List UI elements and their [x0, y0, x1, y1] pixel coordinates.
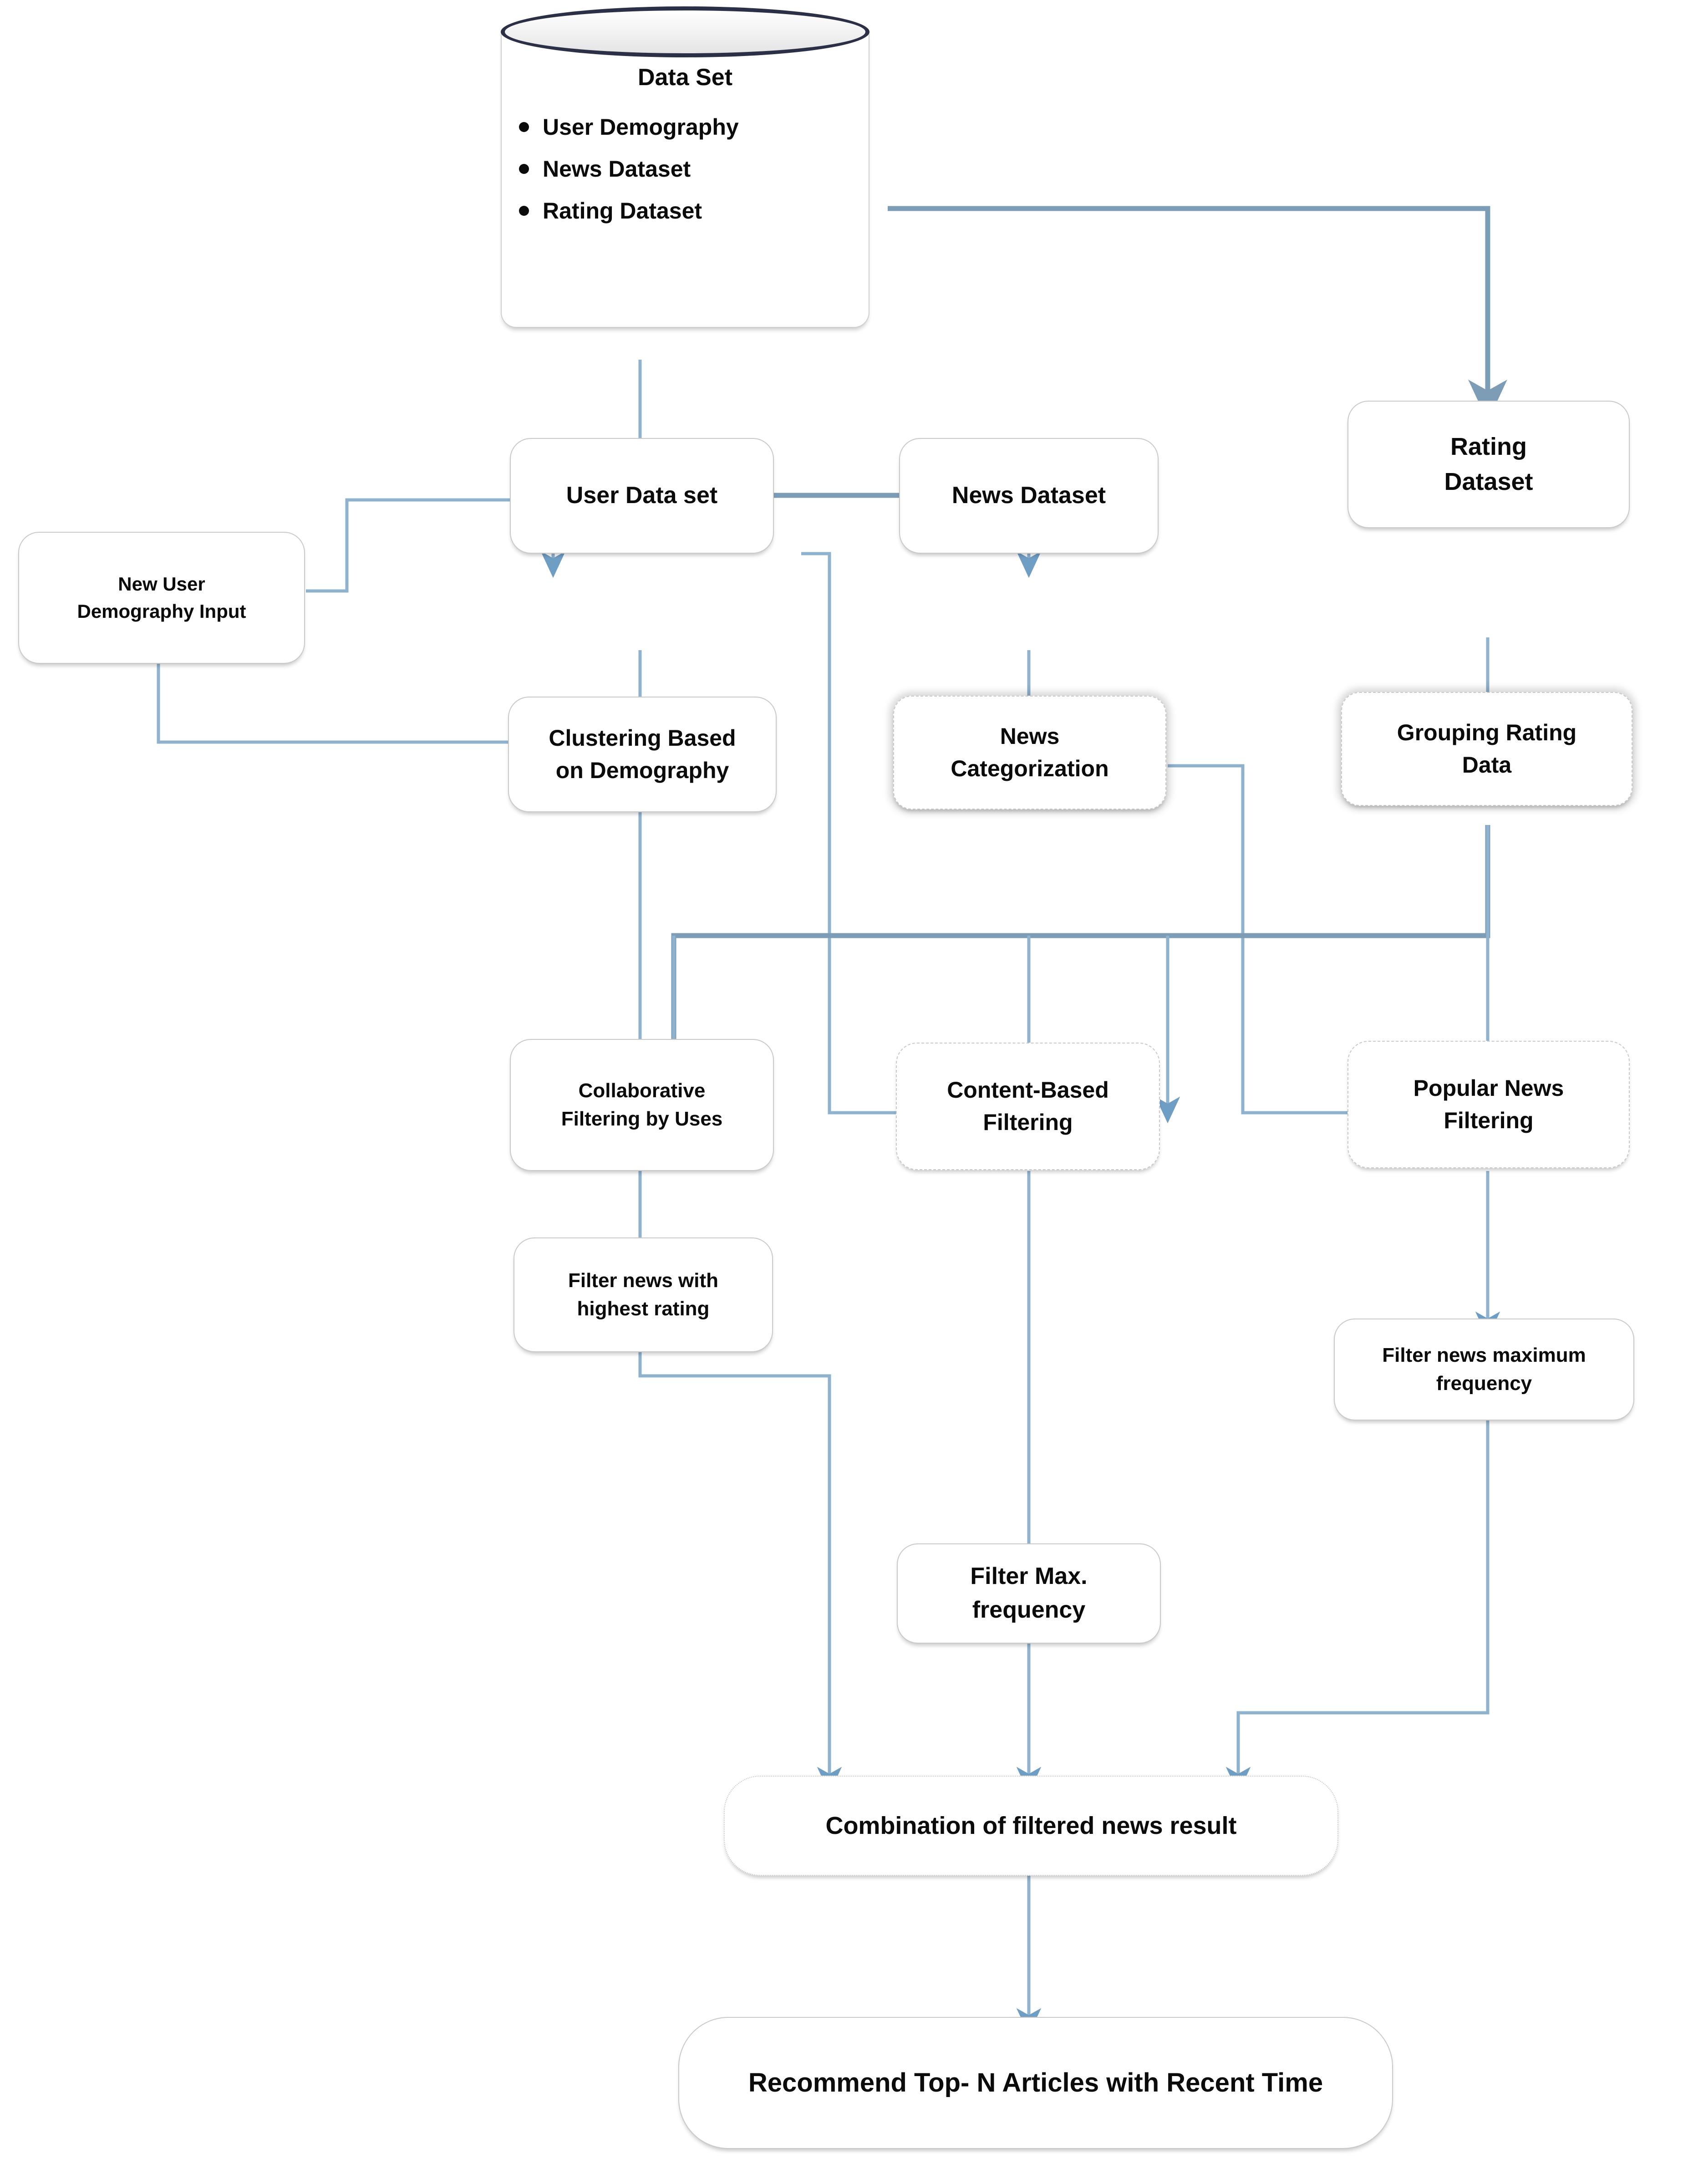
list-item: Rating Dataset — [543, 198, 911, 224]
node-recommend-top-n-articles[interactable]: Recommend Top- N Articles with Recent Ti… — [678, 2017, 1393, 2149]
list-item: News Dataset — [543, 156, 911, 182]
node-label: Recommend Top- N Articles with Recent Ti… — [748, 2067, 1323, 2097]
datastore-item-list: User Demography News Dataset Rating Data… — [501, 114, 911, 239]
node-label: Rating Dataset — [1444, 433, 1533, 495]
node-news-categorization[interactable]: News Categorization — [893, 696, 1166, 809]
node-user-dataset[interactable]: User Data set — [510, 438, 774, 554]
datastore-title: Data Set — [637, 64, 733, 91]
node-filter-news-with-highest-rating[interactable]: Filter news with highest rating — [514, 1237, 773, 1352]
node-label: Content-Based Filtering — [947, 1077, 1109, 1135]
node-label: News Dataset — [951, 482, 1106, 509]
node-label: Filter news maximum frequency — [1382, 1344, 1586, 1395]
node-label: Grouping Rating Data — [1397, 720, 1577, 778]
node-filter-news-maximum-frequency[interactable]: Filter news maximum frequency — [1334, 1319, 1634, 1420]
node-grouping-rating-data[interactable]: Grouping Rating Data — [1341, 692, 1632, 806]
node-label: Filter Max. frequency — [970, 1563, 1088, 1623]
node-news-dataset[interactable]: News Dataset — [899, 438, 1159, 554]
node-label: Combination of filtered news result — [825, 1812, 1237, 1839]
node-combination-of-filtered-news-result[interactable]: Combination of filtered news result — [724, 1776, 1338, 1876]
node-new-user-demography-input[interactable]: New User Demography Input — [18, 532, 305, 664]
node-label: Popular News Filtering — [1413, 1075, 1564, 1133]
node-label: Filter news with highest rating — [568, 1269, 719, 1320]
node-label: Clustering Based on Demography — [549, 725, 736, 783]
list-item: User Demography — [543, 114, 911, 140]
node-popular-news-filtering[interactable]: Popular News Filtering — [1347, 1041, 1630, 1168]
node-collaborative-filtering-by-users[interactable]: Collaborative Filtering by Uses — [510, 1039, 774, 1171]
node-rating-dataset[interactable]: Rating Dataset — [1347, 401, 1630, 528]
node-filter-max-frequency[interactable]: Filter Max. frequency — [897, 1543, 1161, 1644]
node-label: News Categorization — [951, 723, 1109, 781]
node-content-based-filtering[interactable]: Content-Based Filtering — [896, 1043, 1160, 1170]
node-label: Collaborative Filtering by Uses — [561, 1079, 723, 1130]
node-clustering-based-on-demography[interactable]: Clustering Based on Demography — [508, 697, 777, 812]
node-label: User Data set — [566, 482, 718, 509]
datastore-cylinder-top — [501, 6, 869, 57]
node-label: New User Demography Input — [77, 573, 246, 622]
